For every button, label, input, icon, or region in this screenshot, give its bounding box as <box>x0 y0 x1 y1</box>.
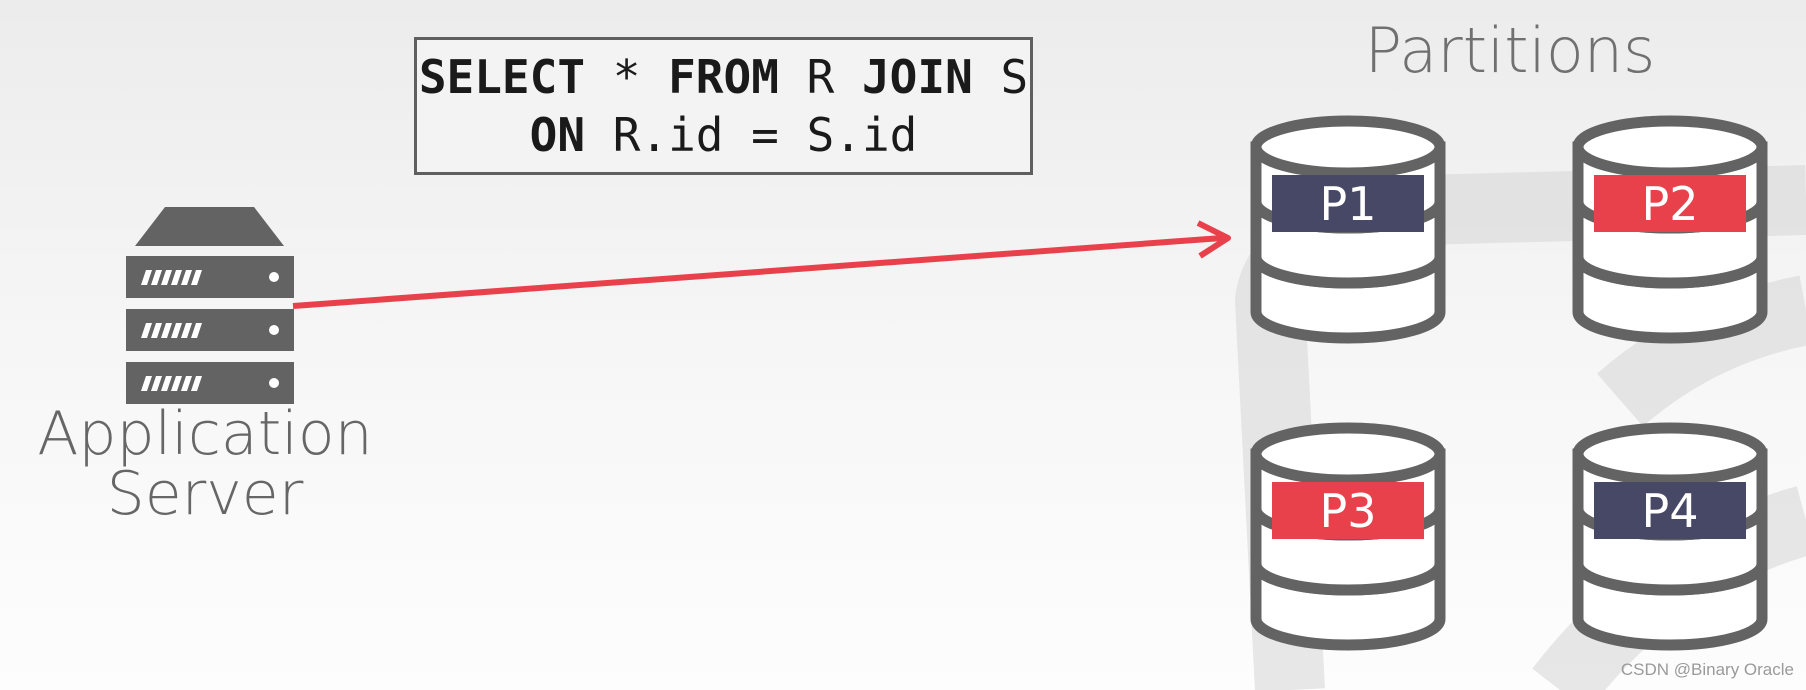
partition-db-p1: P1 <box>1250 115 1446 344</box>
sql-text: R <box>778 50 862 104</box>
server-label-line-1: Application <box>37 399 373 469</box>
watermark: CSDN @Binary Oracle <box>1620 660 1794 679</box>
partition-label-bg <box>1594 175 1746 232</box>
request-arrow <box>292 220 1231 309</box>
sql-text: R.id = S.id <box>585 108 918 162</box>
partition-db-p3: P3 <box>1250 422 1446 651</box>
sql-keyword: JOIN <box>861 50 973 104</box>
partitions-title: Partitions <box>1364 14 1656 87</box>
sql-keyword: ON <box>529 108 586 162</box>
sql-query-box: SELECT * FROM R JOIN S ON R.id = S.id <box>414 37 1033 175</box>
partition-label-bg <box>1272 482 1424 539</box>
server-label-line-2: Server <box>106 459 304 529</box>
partition-label: P4 <box>1641 484 1698 538</box>
partition-label: P1 <box>1319 177 1376 231</box>
partition-label: P2 <box>1641 177 1698 231</box>
sql-text: * <box>585 50 669 104</box>
sql-text: S <box>972 50 1029 104</box>
partition-label: P3 <box>1319 484 1376 538</box>
partition-label-bg <box>1272 175 1424 232</box>
application-server-label: Application Server <box>10 404 400 524</box>
partition-db-p4: P4 <box>1572 422 1768 651</box>
sql-query-line-2: ON R.id = S.id <box>530 106 918 164</box>
partition-db-p2: P2 <box>1572 115 1768 344</box>
sql-keyword: FROM <box>668 50 779 104</box>
sql-keyword: SELECT <box>418 50 586 104</box>
server-rack-icon <box>126 207 294 404</box>
sql-query-line-1: SELECT * FROM R JOIN S <box>419 48 1028 106</box>
partition-label-bg <box>1594 482 1746 539</box>
